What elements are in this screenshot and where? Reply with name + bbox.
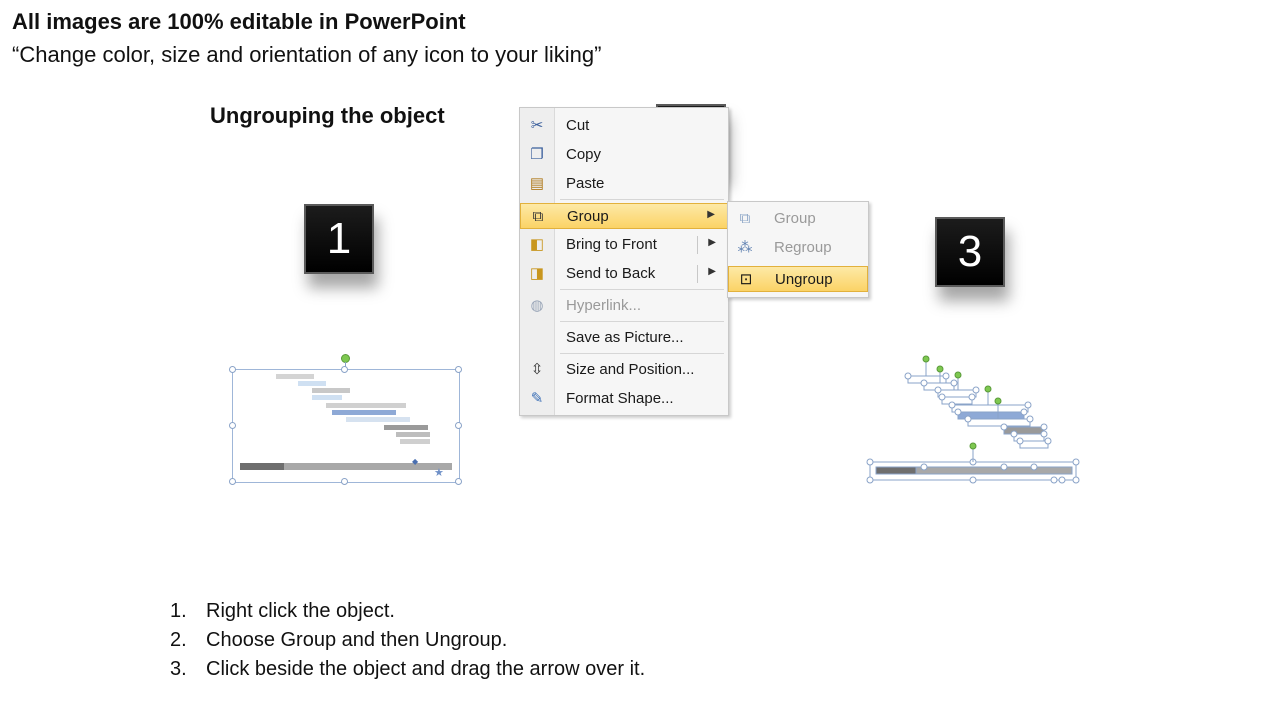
menu-item-label: Copy	[566, 146, 602, 163]
context-menu: ✂ Cut ❐ Copy ▤ Paste ⧉ Group ▶ ◧ Bring t…	[519, 107, 729, 416]
menu-item-label: Send to Back	[566, 265, 656, 282]
gantt-bar	[332, 410, 396, 415]
gantt-bar	[312, 388, 350, 393]
menu-item-format-shape[interactable]: ✎ Format Shape...	[520, 386, 728, 412]
gantt-bar	[400, 439, 430, 444]
gantt-bar	[326, 403, 406, 408]
gantt-bar	[346, 417, 410, 422]
menu-icon-gutter	[520, 108, 555, 415]
menu-item-send-to-back[interactable]: ◨ Send to Back ▶	[520, 261, 728, 287]
selection-handle[interactable]	[229, 422, 236, 429]
instruction-list: 1. Right click the object. 2. Choose Group…	[170, 600, 645, 687]
submenu-item-regroup[interactable]: ⁂ Regroup	[728, 235, 868, 261]
menu-item-label: Ungroup	[775, 271, 833, 288]
instruction-number: 2.	[170, 629, 187, 651]
gantt-bar	[298, 381, 326, 386]
menu-separator	[560, 353, 724, 354]
instruction-text: Choose Group and then Ungroup.	[206, 629, 508, 651]
menu-item-label: Regroup	[774, 239, 832, 256]
instruction-number: 1.	[170, 600, 187, 622]
scissors-icon: ✂	[530, 117, 544, 134]
selection-handle[interactable]	[341, 366, 348, 373]
bring-to-front-icon: ◧	[529, 236, 545, 253]
menu-item-label: Group	[567, 208, 609, 225]
hyperlink-icon: ◍	[530, 297, 544, 314]
menu-item-label: Save as Picture...	[566, 329, 684, 346]
menu-item-label: Bring to Front	[566, 236, 657, 253]
selection-handle[interactable]	[455, 366, 462, 373]
menu-item-paste[interactable]: ▤ Paste	[520, 171, 728, 197]
gantt-timeline-progress	[240, 463, 284, 470]
menu-item-cut[interactable]: ✂ Cut	[520, 113, 728, 139]
instruction-item: 1. Right click the object.	[170, 600, 645, 629]
selection-handle[interactable]	[455, 478, 462, 485]
menu-item-copy[interactable]: ❐ Copy	[520, 142, 728, 168]
submenu-arrow-icon: ▶	[708, 266, 716, 277]
slide-title: All images are 100% editable in PowerPoi…	[12, 9, 466, 34]
slide-subtitle: “Change color, size and orientation of a…	[12, 42, 602, 67]
menu-item-save-as-picture[interactable]: Save as Picture...	[520, 325, 728, 351]
selection-handle[interactable]	[229, 366, 236, 373]
menu-item-label: Hyperlink...	[566, 297, 642, 314]
selection-handle[interactable]	[229, 478, 236, 485]
selection-handle[interactable]	[455, 422, 462, 429]
instruction-text: Click beside the object and drag the arr…	[206, 658, 646, 680]
step-badge-1: 1	[304, 204, 374, 274]
submenu-item-group[interactable]: ⧉ Group	[728, 206, 868, 232]
submenu-arrow-icon: ▶	[707, 209, 715, 220]
group-icon: ⧉	[532, 208, 544, 225]
step-badge-3: 3	[935, 217, 1005, 287]
instruction-number: 3.	[170, 658, 187, 680]
submenu-divider	[697, 265, 698, 283]
grouped-object-preview[interactable]: ★ ◆	[228, 352, 464, 486]
size-position-icon: ⇳	[530, 361, 544, 378]
gantt-bar	[276, 374, 314, 379]
menu-item-label: Cut	[566, 117, 590, 134]
submenu-divider	[697, 236, 698, 254]
menu-item-label: Format Shape...	[566, 390, 674, 407]
menu-separator	[560, 199, 724, 200]
gantt-bar	[396, 432, 430, 437]
regroup-icon: ⁂	[737, 239, 753, 256]
ungroup-icon: ⊡	[739, 271, 753, 288]
gantt-timeline-bar	[240, 463, 452, 470]
submenu-item-ungroup[interactable]: ⊡ Ungroup	[728, 266, 868, 292]
menu-separator	[560, 321, 724, 322]
menu-item-label: Paste	[566, 175, 605, 192]
instruction-item: 3. Click beside the object and drag the a…	[170, 658, 645, 687]
menu-item-size-and-position[interactable]: ⇳ Size and Position...	[520, 357, 728, 383]
submenu-arrow-icon: ▶	[708, 237, 716, 248]
menu-item-label: Group	[774, 210, 816, 227]
menu-item-hyperlink[interactable]: ◍ Hyperlink...	[520, 293, 728, 319]
copy-icon: ❐	[530, 146, 544, 163]
menu-item-label: Size and Position...	[566, 361, 695, 378]
diamond-icon: ◆	[412, 457, 419, 466]
selection-handle[interactable]	[341, 478, 348, 485]
gantt-bar	[384, 425, 428, 430]
group-icon: ⧉	[739, 210, 751, 227]
send-to-back-icon: ◨	[529, 265, 545, 282]
format-shape-icon: ✎	[530, 390, 544, 407]
gantt-bar	[312, 395, 342, 400]
menu-item-group[interactable]: ⧉ Group ▶	[520, 203, 728, 229]
menu-item-bring-to-front[interactable]: ◧ Bring to Front ▶	[520, 232, 728, 258]
menu-separator	[560, 289, 724, 290]
group-submenu: ⧉ Group ⁂ Regroup ⊡ Ungroup	[727, 201, 869, 298]
section-title: Ungrouping the object	[210, 103, 445, 128]
ungrouped-shapes-drawing	[866, 355, 1080, 484]
star-icon: ★	[434, 467, 444, 479]
paste-icon: ▤	[529, 175, 545, 192]
instruction-item: 2. Choose Group and then Ungroup.	[170, 629, 645, 658]
ungrouped-object-preview[interactable]	[864, 352, 1080, 488]
instruction-text: Right click the object.	[206, 600, 395, 622]
